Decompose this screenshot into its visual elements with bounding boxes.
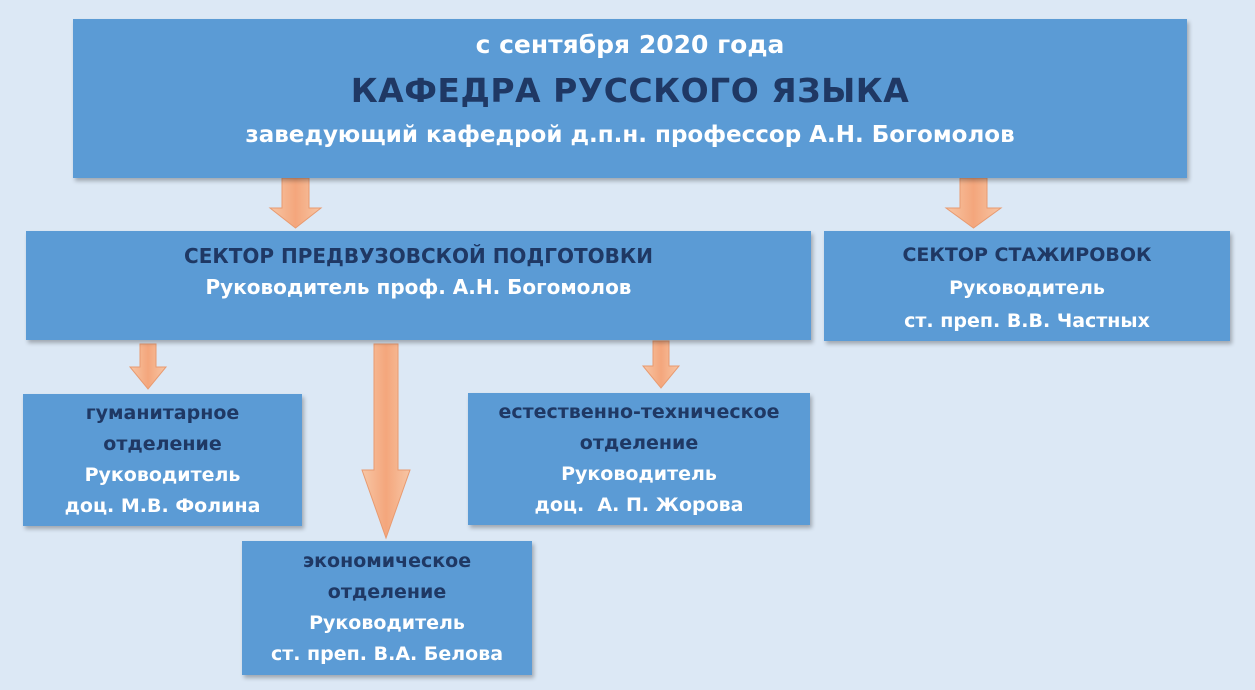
sector-internships-title: СЕКТОР СТАЖИРОВОК (902, 244, 1152, 266)
natural-technical-name-line1: естественно-техническое (498, 401, 780, 423)
humanities-role: Руководитель (84, 464, 241, 486)
arrow-sector-to-eco (361, 343, 411, 540)
department-box: с сентября 2020 года КАФЕДРА РУССКОГО ЯЗ… (73, 19, 1187, 178)
natural-technical-name-line2: отделение (579, 432, 699, 454)
sector-pre-university-title: СЕКТОР ПРЕДВУЗОВСКОЙ ПОДГОТОВКИ (184, 244, 653, 268)
humanities-name-line2: отделение (103, 433, 222, 455)
humanities-name-line1: гуманитарное (85, 402, 240, 424)
economics-role: Руководитель (309, 612, 465, 634)
department-head: заведующий кафедрой д.п.н. профессор А.Н… (245, 122, 1015, 148)
sector-internships-role: Руководитель (949, 277, 1105, 299)
sector-internships-head: ст. преп. В.В. Частных (904, 310, 1150, 332)
sector-pre-university-box: СЕКТОР ПРЕДВУЗОВСКОЙ ПОДГОТОВКИ Руководи… (26, 231, 811, 340)
sector-internships-box: СЕКТОР СТАЖИРОВОК Руководитель ст. преп.… (824, 231, 1230, 341)
economics-head: ст. преп. В.А. Белова (270, 643, 504, 665)
department-title: КАФЕДРА РУССКОГО ЯЗЫКА (350, 71, 910, 110)
economics-name-line1: экономическое (302, 550, 472, 572)
natural-technical-role: Руководитель (561, 463, 717, 485)
humanities-department-box: гуманитарное отделение Руководитель доц.… (23, 394, 302, 526)
arrow-sector-to-nat (641, 340, 681, 389)
humanities-head: доц. М.В. Фолина (64, 495, 261, 517)
arrow-sector-to-hum (128, 343, 168, 390)
sector-pre-university-head: Руководитель проф. А.Н. Богомолов (205, 275, 632, 299)
natural-technical-head: доц. А. П. Жорова (534, 494, 744, 516)
arrow-top-to-sector-pre (268, 177, 323, 229)
economics-department-box: экономическое отделение Руководитель ст.… (242, 541, 532, 675)
department-date: с сентября 2020 года (475, 30, 785, 59)
natural-technical-department-box: естественно-техническое отделение Руково… (468, 393, 810, 525)
arrow-top-to-sector-intern (944, 177, 1003, 229)
economics-name-line2: отделение (327, 581, 447, 603)
